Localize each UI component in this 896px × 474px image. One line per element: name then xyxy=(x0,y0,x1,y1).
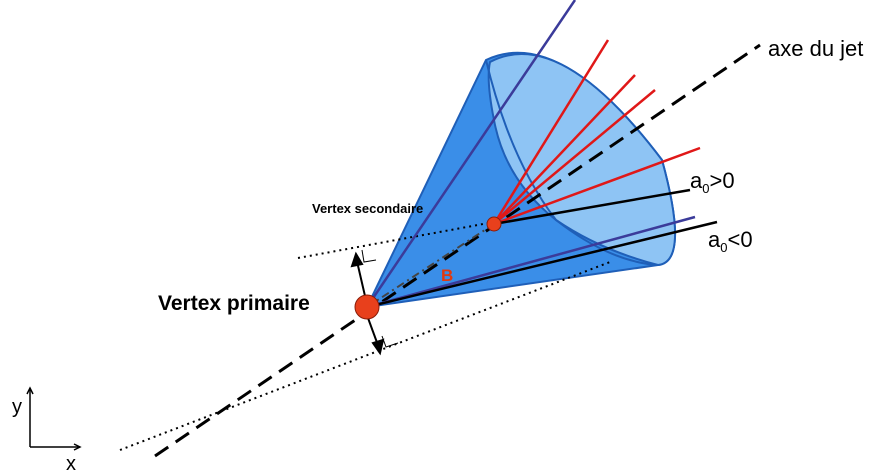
axis-x-label: x xyxy=(66,453,76,474)
axis-y-label: y xyxy=(12,396,22,418)
primary-vertex-label: Vertex primaire xyxy=(158,292,310,315)
secondary-vertex-marker xyxy=(487,217,501,231)
axes-indicator xyxy=(27,388,80,450)
dotted-line-lower xyxy=(120,262,610,450)
jet-axis-label: axe du jet xyxy=(768,36,863,61)
a0-negative-label: a0<0 xyxy=(708,227,753,255)
a0-positive-label: a0>0 xyxy=(690,168,735,196)
right-angle-marker-lower xyxy=(382,336,398,347)
primary-vertex-marker xyxy=(355,295,379,319)
secondary-vertex-label: Vertex secondaire xyxy=(312,201,423,216)
b-hadron-label: B xyxy=(441,266,453,285)
right-angle-marker-upper xyxy=(362,250,376,262)
